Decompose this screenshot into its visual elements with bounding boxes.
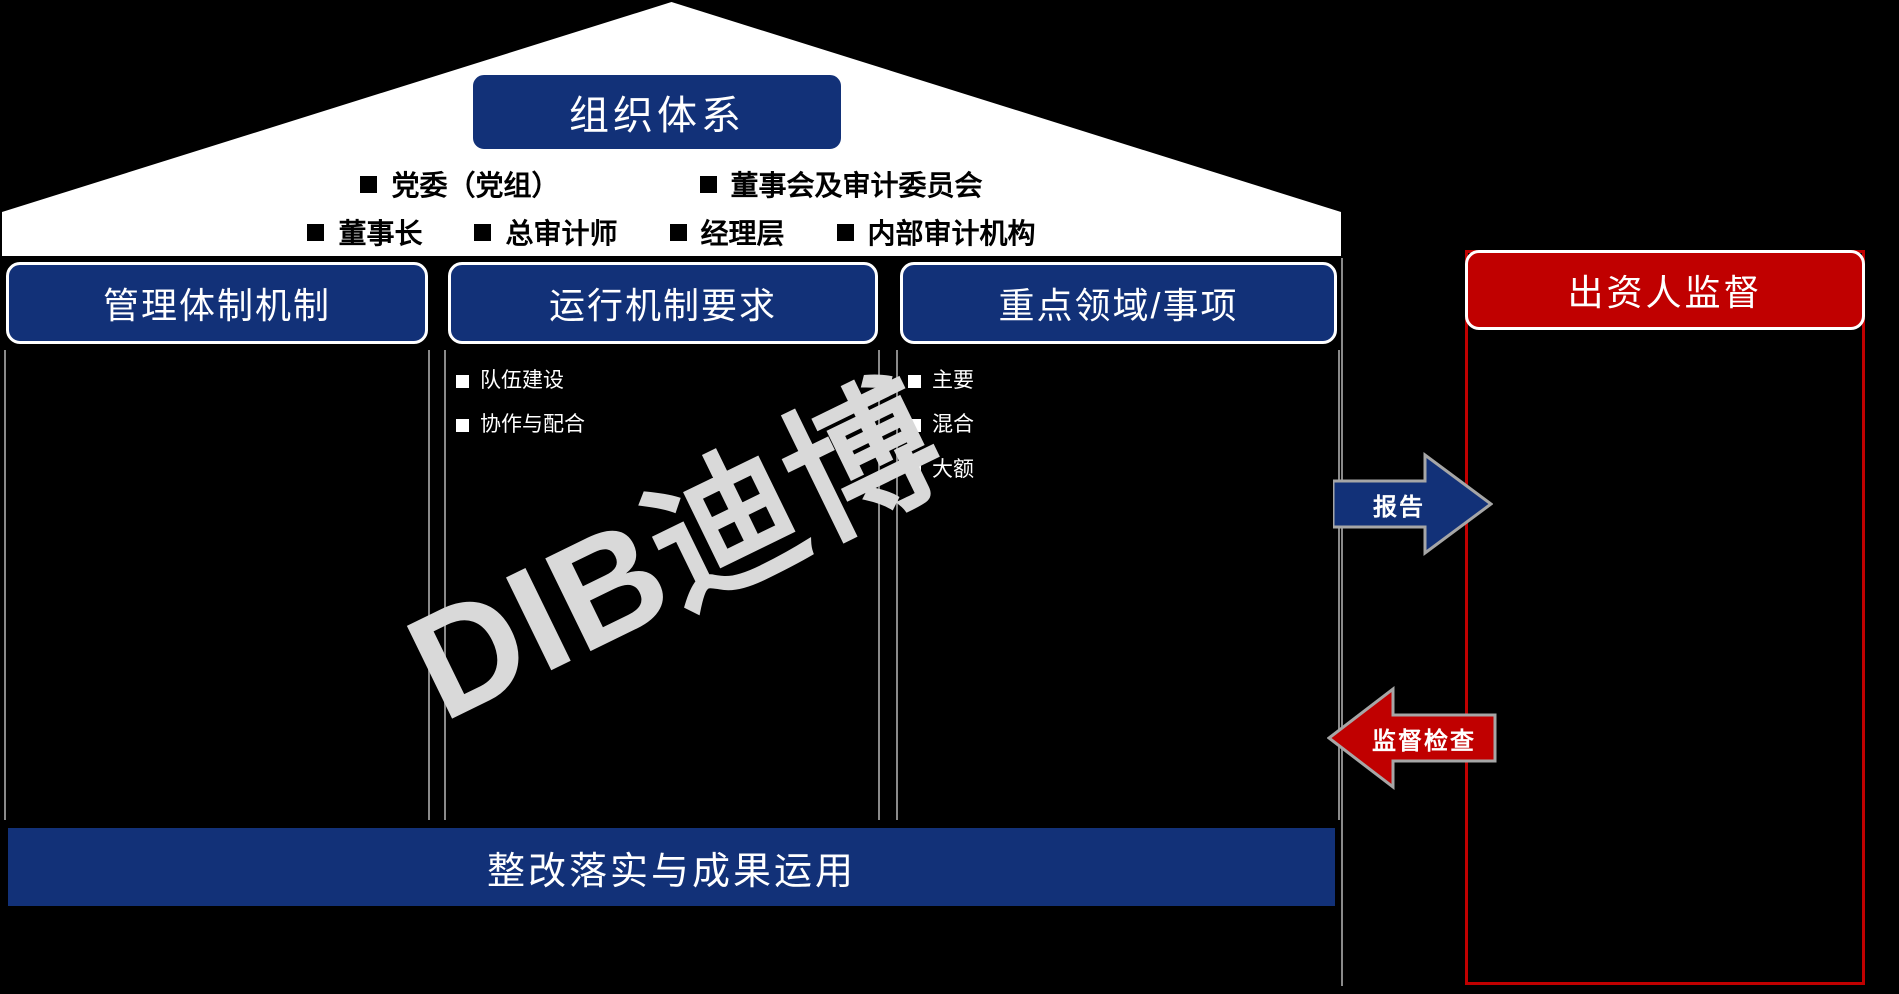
pillar-header-management[interactable]: 管理体制机制 xyxy=(6,262,428,344)
role-item: 董事会及审计委员会 xyxy=(699,164,983,204)
pillar-header-operation[interactable]: 运行机制要求 xyxy=(448,262,878,344)
pillar-column-management xyxy=(4,350,430,820)
role-item: 内部审计机构 xyxy=(836,212,1036,252)
square-bullet-icon xyxy=(908,463,921,477)
pillar-item-label: 协作与配合 xyxy=(480,413,585,437)
roles-row-2: 董事长 总审计师 经理层 内部审计机构 xyxy=(0,208,1343,256)
role-label: 总审计师 xyxy=(505,218,618,249)
roles-row-1: 党委（党组） 董事会及审计委员会 xyxy=(0,160,1343,208)
arrow-supervise-label: 监督检查 xyxy=(1372,727,1476,755)
pillar-header-label: 管理体制机制 xyxy=(102,285,331,326)
org-system-box[interactable]: 组织体系 xyxy=(470,72,844,152)
bottom-bar-label: 整改落实与成果运用 xyxy=(486,850,856,893)
pillar-header-label: 重点领域/事项 xyxy=(998,285,1239,326)
pillar-header-key-areas[interactable]: 重点领域/事项 xyxy=(900,262,1337,344)
pillar-item-label: 混合 xyxy=(932,413,974,437)
square-bullet-icon xyxy=(908,419,921,433)
right-panel-header-label: 出资人监督 xyxy=(1567,272,1763,313)
right-panel-header[interactable]: 出资人监督 xyxy=(1465,250,1865,330)
right-panel-supervisor xyxy=(1465,250,1865,985)
role-label: 内部审计机构 xyxy=(867,218,1036,249)
pillar-item: 大额 xyxy=(908,457,1328,483)
pillar-header-label: 运行机制要求 xyxy=(548,285,777,326)
square-bullet-icon xyxy=(456,419,469,433)
square-bullet-icon xyxy=(474,223,492,241)
square-bullet-icon xyxy=(307,223,325,241)
roles-group: 党委（党组） 董事会及审计委员会 董事长 总审计师 经理层 xyxy=(0,160,1343,256)
square-bullet-icon xyxy=(699,175,717,193)
pillar-headers: 管理体制机制 运行机制要求 重点领域/事项 xyxy=(0,258,1343,350)
role-item: 经理层 xyxy=(669,212,785,252)
org-system-label: 组织体系 xyxy=(569,94,745,138)
pillar-item: 混合 xyxy=(908,412,1328,438)
pillar-body-area: 队伍建设 协作与配合 主要 混合 大额 xyxy=(0,350,1343,820)
pillar-item: 主要 xyxy=(908,368,1328,394)
pillar-item-list: 主要 混合 大额 xyxy=(908,368,1328,483)
role-label: 董事会及审计委员会 xyxy=(730,170,983,201)
pillar-item: 协作与配合 xyxy=(456,412,868,438)
square-bullet-icon xyxy=(908,375,921,388)
left-arrow-icon xyxy=(1327,685,1497,791)
arrow-supervise[interactable]: 监督检查 xyxy=(1327,683,1497,793)
pillar-item-label: 队伍建设 xyxy=(480,369,564,392)
pillar-item-list: 队伍建设 协作与配合 xyxy=(456,368,868,439)
pillar-item-label: 主要 xyxy=(932,369,974,392)
right-arrow-icon xyxy=(1333,452,1493,556)
role-item: 总审计师 xyxy=(474,212,618,252)
square-bullet-icon xyxy=(456,375,469,388)
role-label: 董事长 xyxy=(338,218,423,249)
house-right-edge-line xyxy=(1341,258,1343,986)
pillar-item-label: 大额 xyxy=(932,457,974,481)
arrow-report-label: 报告 xyxy=(1373,493,1425,521)
arrow-report[interactable]: 报告 xyxy=(1333,449,1493,559)
role-item: 党委（党组） xyxy=(360,164,560,204)
bottom-bar-remediation[interactable]: 整改落实与成果运用 xyxy=(8,828,1335,906)
pillar-item: 队伍建设 xyxy=(456,368,868,394)
role-item: 董事长 xyxy=(307,212,422,252)
square-bullet-icon xyxy=(669,223,687,241)
pillar-column-key-areas: 主要 混合 大额 xyxy=(896,350,1340,820)
role-label: 经理层 xyxy=(700,218,785,249)
square-bullet-icon xyxy=(836,223,854,241)
role-label: 党委（党组） xyxy=(391,170,560,201)
square-bullet-icon xyxy=(360,175,378,193)
pillar-column-operation: 队伍建设 协作与配合 xyxy=(444,350,880,820)
roof-section: 组织体系 党委（党组） 董事会及审计委员会 董事长 xyxy=(0,0,1343,258)
